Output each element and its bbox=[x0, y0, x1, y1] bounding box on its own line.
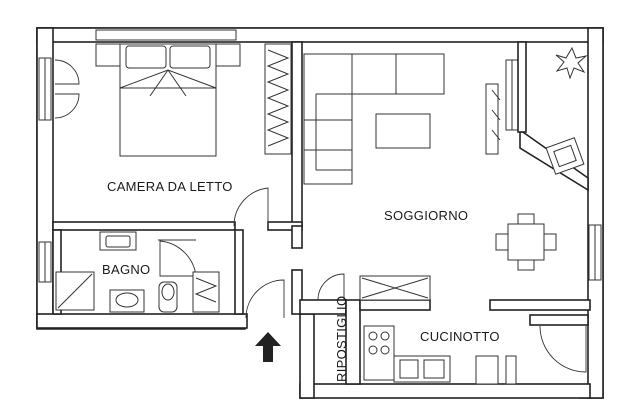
windows bbox=[38, 29, 602, 283]
arrow-up-icon bbox=[255, 332, 281, 362]
room-label-living: SOGGIORNO bbox=[384, 208, 468, 223]
tv-unit bbox=[485, 83, 501, 155]
dining-table bbox=[495, 213, 557, 271]
wardrobe bbox=[264, 43, 292, 155]
room-label-kitchenette: CUCINOTTO bbox=[420, 329, 500, 344]
armchair bbox=[545, 137, 585, 175]
room-label-bathroom: BAGNO bbox=[102, 262, 150, 277]
coffee-table bbox=[375, 113, 431, 149]
room-label-bedroom: CAMERA DA LETTO bbox=[107, 179, 233, 194]
sofa bbox=[303, 53, 445, 185]
kitchen-fixtures bbox=[359, 275, 517, 385]
compass-rose-icon bbox=[555, 46, 588, 80]
bathroom-fixtures bbox=[55, 231, 220, 313]
room-label-storage: RIPOSTIGLIO bbox=[334, 296, 349, 382]
double-bed bbox=[95, 43, 241, 157]
